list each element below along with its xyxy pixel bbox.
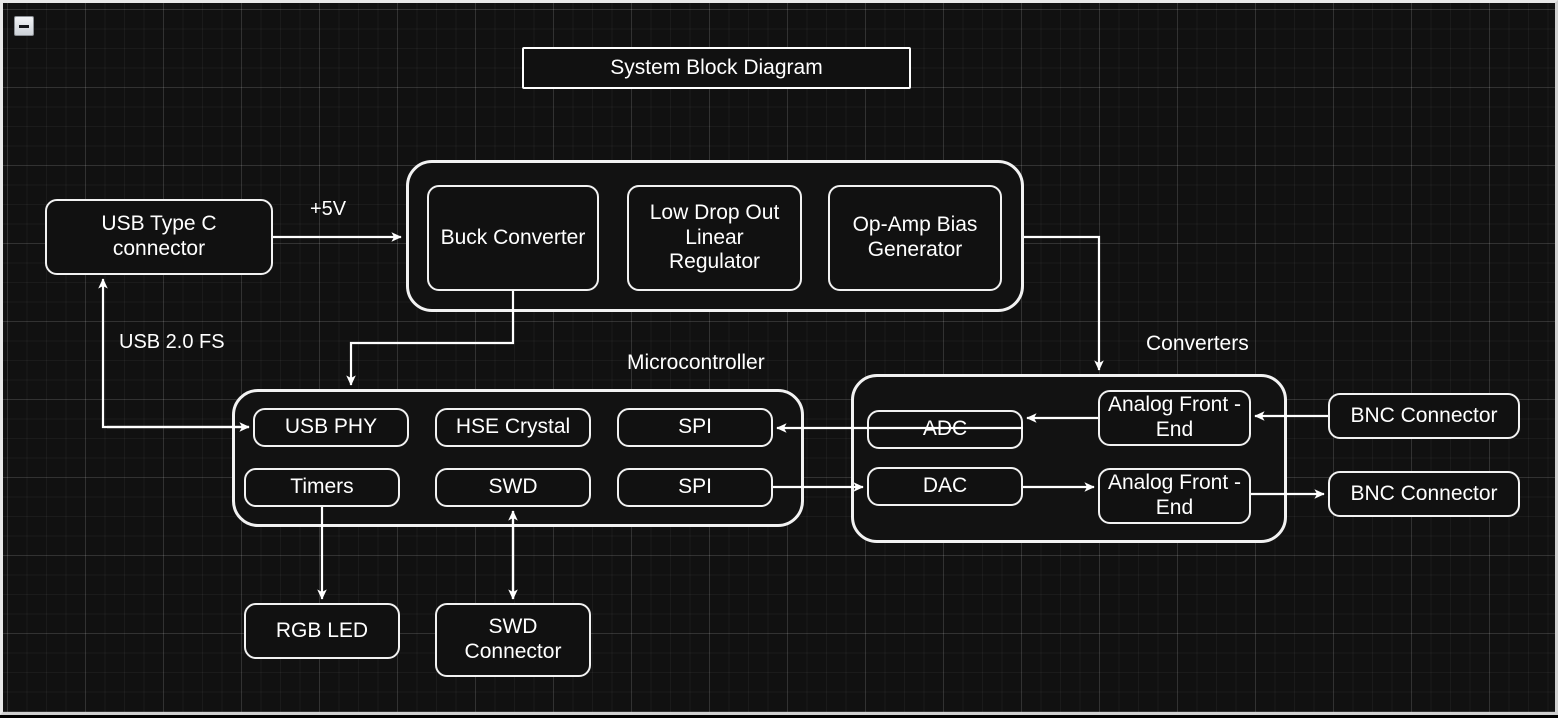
node-analog-front-end-bottom[interactable]: Analog Front - End	[1098, 468, 1251, 524]
diagram-title: System Block Diagram	[522, 47, 911, 89]
node-timers-label: Timers	[290, 475, 354, 499]
node-timers[interactable]: Timers	[244, 468, 400, 507]
group-converters-label: Converters	[1146, 332, 1249, 355]
node-op-amp-bias-generator-label: Op-Amp Bias Generator	[852, 213, 978, 261]
node-buck-converter[interactable]: Buck Converter	[427, 185, 599, 291]
diagram-title-text: System Block Diagram	[610, 56, 823, 79]
node-swd-connector[interactable]: SWD Connector	[435, 603, 591, 677]
minus-icon	[19, 24, 29, 28]
node-spi-top[interactable]: SPI	[617, 408, 773, 447]
edge-power-to-converters	[1024, 235, 1104, 371]
node-hse-crystal-label: HSE Crystal	[455, 415, 571, 439]
edge-label-usb20fs: USB 2.0 FS	[119, 331, 225, 353]
node-swd[interactable]: SWD	[435, 468, 591, 507]
node-analog-front-end-top[interactable]: Analog Front - End	[1098, 390, 1251, 446]
node-low-drop-out-regulator-label: Low Drop Out Linear Regulator	[649, 200, 780, 274]
node-dac[interactable]: DAC	[867, 467, 1023, 506]
node-bnc-connector-bottom-label: BNC Connector	[1350, 481, 1498, 505]
node-hse-crystal[interactable]: HSE Crystal	[435, 408, 591, 447]
connector-layer	[98, 232, 1328, 600]
node-swd-connector-label: SWD Connector	[464, 615, 562, 663]
node-swd-label: SWD	[488, 475, 538, 499]
node-analog-front-end-bottom-label: Analog Front - End	[1107, 471, 1242, 519]
node-usb-type-c[interactable]: USB Type C connector	[45, 199, 273, 275]
node-adc[interactable]: ADC	[867, 410, 1023, 449]
node-adc-label: ADC	[922, 417, 968, 441]
node-spi-top-label: SPI	[678, 415, 712, 439]
node-bnc-connector-top[interactable]: BNC Connector	[1328, 393, 1520, 439]
node-bnc-connector-top-label: BNC Connector	[1350, 403, 1498, 427]
node-analog-front-end-top-label: Analog Front - End	[1107, 393, 1242, 441]
node-op-amp-bias-generator[interactable]: Op-Amp Bias Generator	[828, 185, 1002, 291]
node-dac-label: DAC	[922, 474, 968, 498]
edge-label-plus5v: +5V	[310, 198, 347, 220]
node-spi-bottom-label: SPI	[678, 475, 712, 499]
collapse-button[interactable]	[14, 16, 34, 36]
node-usb-phy[interactable]: USB PHY	[253, 408, 409, 447]
node-buck-converter-label: Buck Converter	[440, 225, 586, 249]
node-usb-type-c-label: USB Type C connector	[101, 212, 217, 260]
node-rgb-led[interactable]: RGB LED	[244, 603, 400, 659]
node-low-drop-out-regulator[interactable]: Low Drop Out Linear Regulator	[627, 185, 802, 291]
node-spi-bottom[interactable]: SPI	[617, 468, 773, 507]
node-usb-phy-label: USB PHY	[284, 415, 378, 439]
group-microcontroller-label: Microcontroller	[627, 351, 765, 374]
node-rgb-led-label: RGB LED	[275, 618, 369, 642]
node-bnc-connector-bottom[interactable]: BNC Connector	[1328, 471, 1520, 517]
